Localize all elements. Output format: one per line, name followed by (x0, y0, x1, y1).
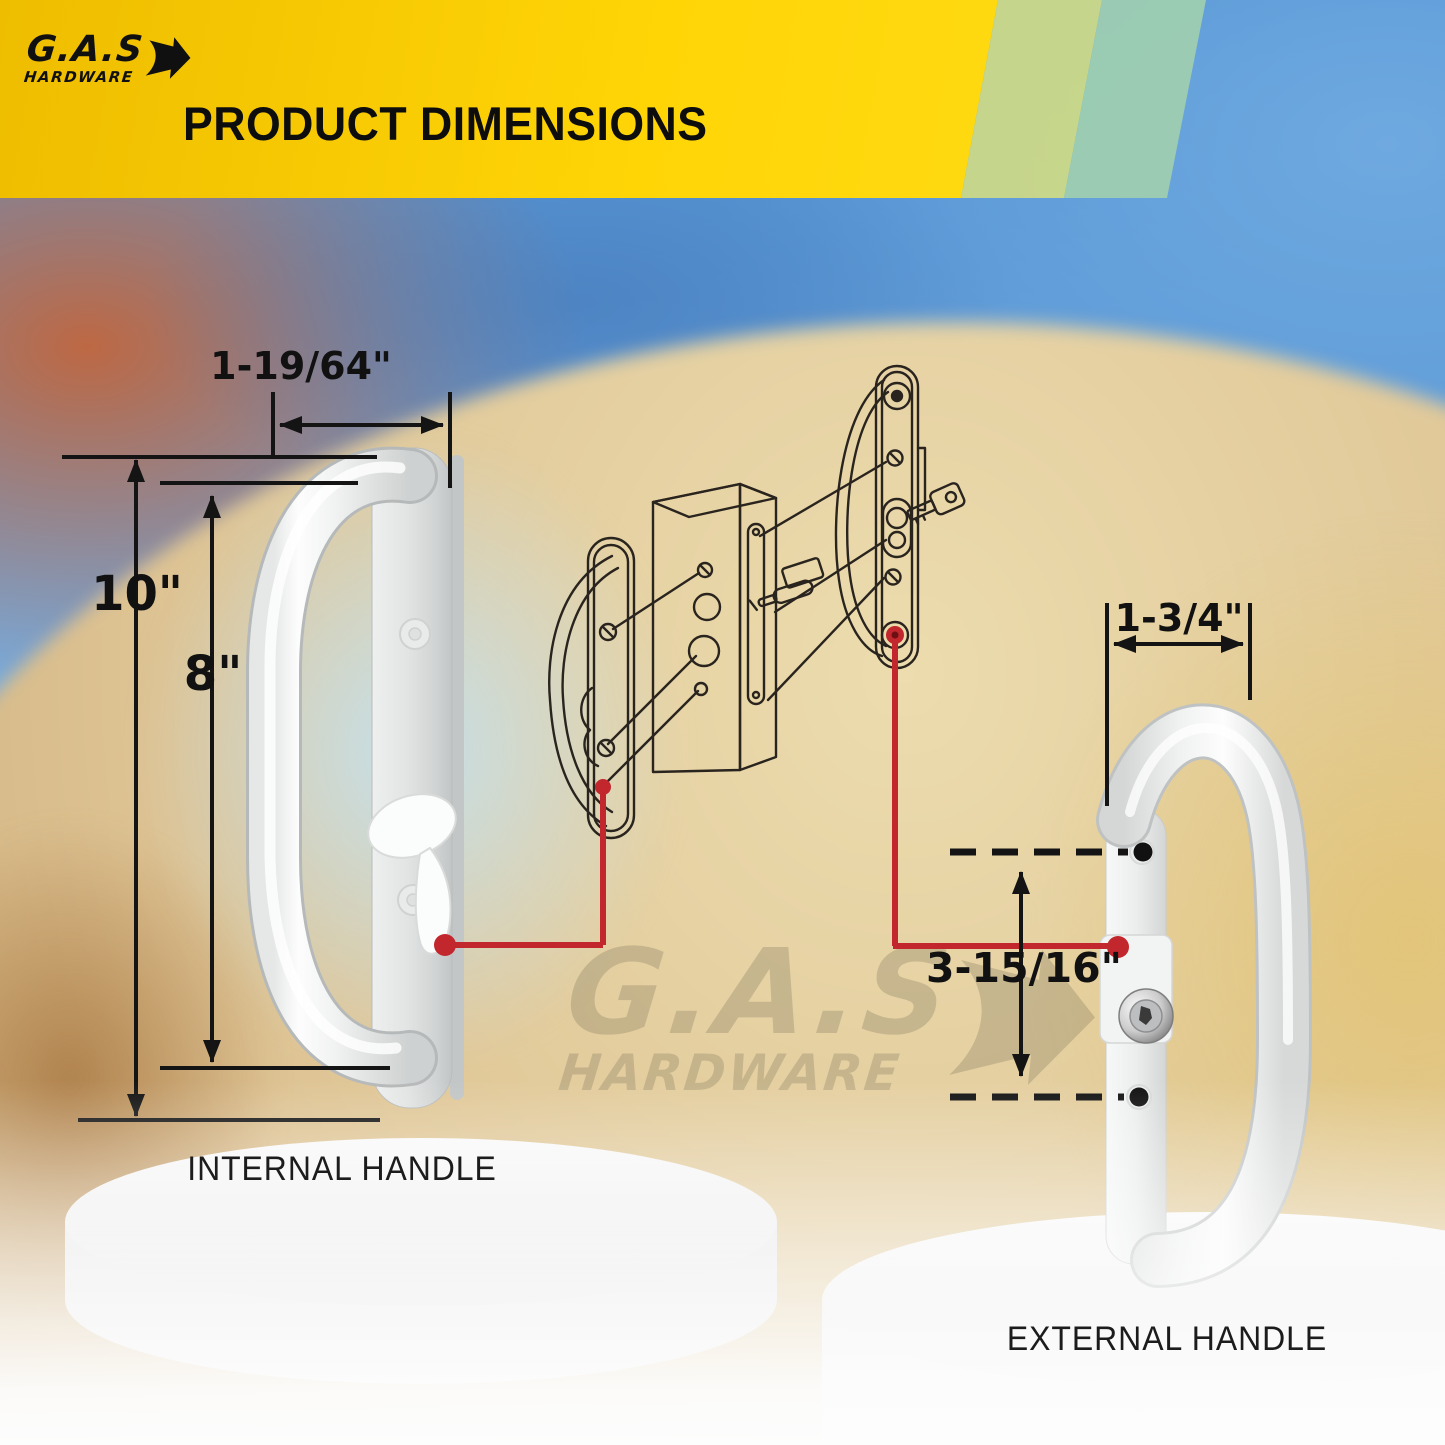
internal-lock-lever (367, 793, 457, 955)
external-handle (1096, 703, 1313, 1288)
key-icon (906, 482, 966, 526)
external-handle-caption: EXTERNAL HANDLE (1006, 1320, 1328, 1358)
exploded-diagram (548, 364, 966, 840)
leader-lines (604, 460, 888, 785)
banner-yellow-shape (0, 0, 998, 198)
red-callouts (434, 626, 1129, 958)
brand-logo-text: G.A.S (24, 28, 146, 70)
external-width-dimension: 1-3/4" (1114, 596, 1244, 640)
exploded-door-block (651, 482, 778, 774)
internal-outer-height-dimension: 10" (91, 566, 183, 622)
exploded-internal-handle (548, 536, 636, 840)
dimension-lines (62, 392, 1252, 1122)
brand-logo: G.A.S HARDWARE (23, 28, 196, 88)
internal-width-dimension: 1-19/64" (210, 344, 392, 388)
internal-handle-caption: INTERNAL HANDLE (187, 1150, 497, 1188)
internal-dimensions (62, 392, 452, 1122)
internal-inner-height-dimension: 8" (183, 646, 243, 702)
internal-handle (246, 446, 464, 1109)
external-screw-spacing-dimension: 3-15/16" (926, 944, 1122, 992)
brand-logo-arrow-icon (146, 37, 191, 79)
brand-logo-subtext: HARDWARE (23, 67, 135, 86)
key-cylinder (1118, 988, 1174, 1044)
header-banner (0, 0, 1445, 198)
page-title: PRODUCT DIMENSIONS (183, 97, 708, 150)
latch-part-icon (748, 557, 825, 612)
exploded-external-plate (834, 364, 927, 670)
